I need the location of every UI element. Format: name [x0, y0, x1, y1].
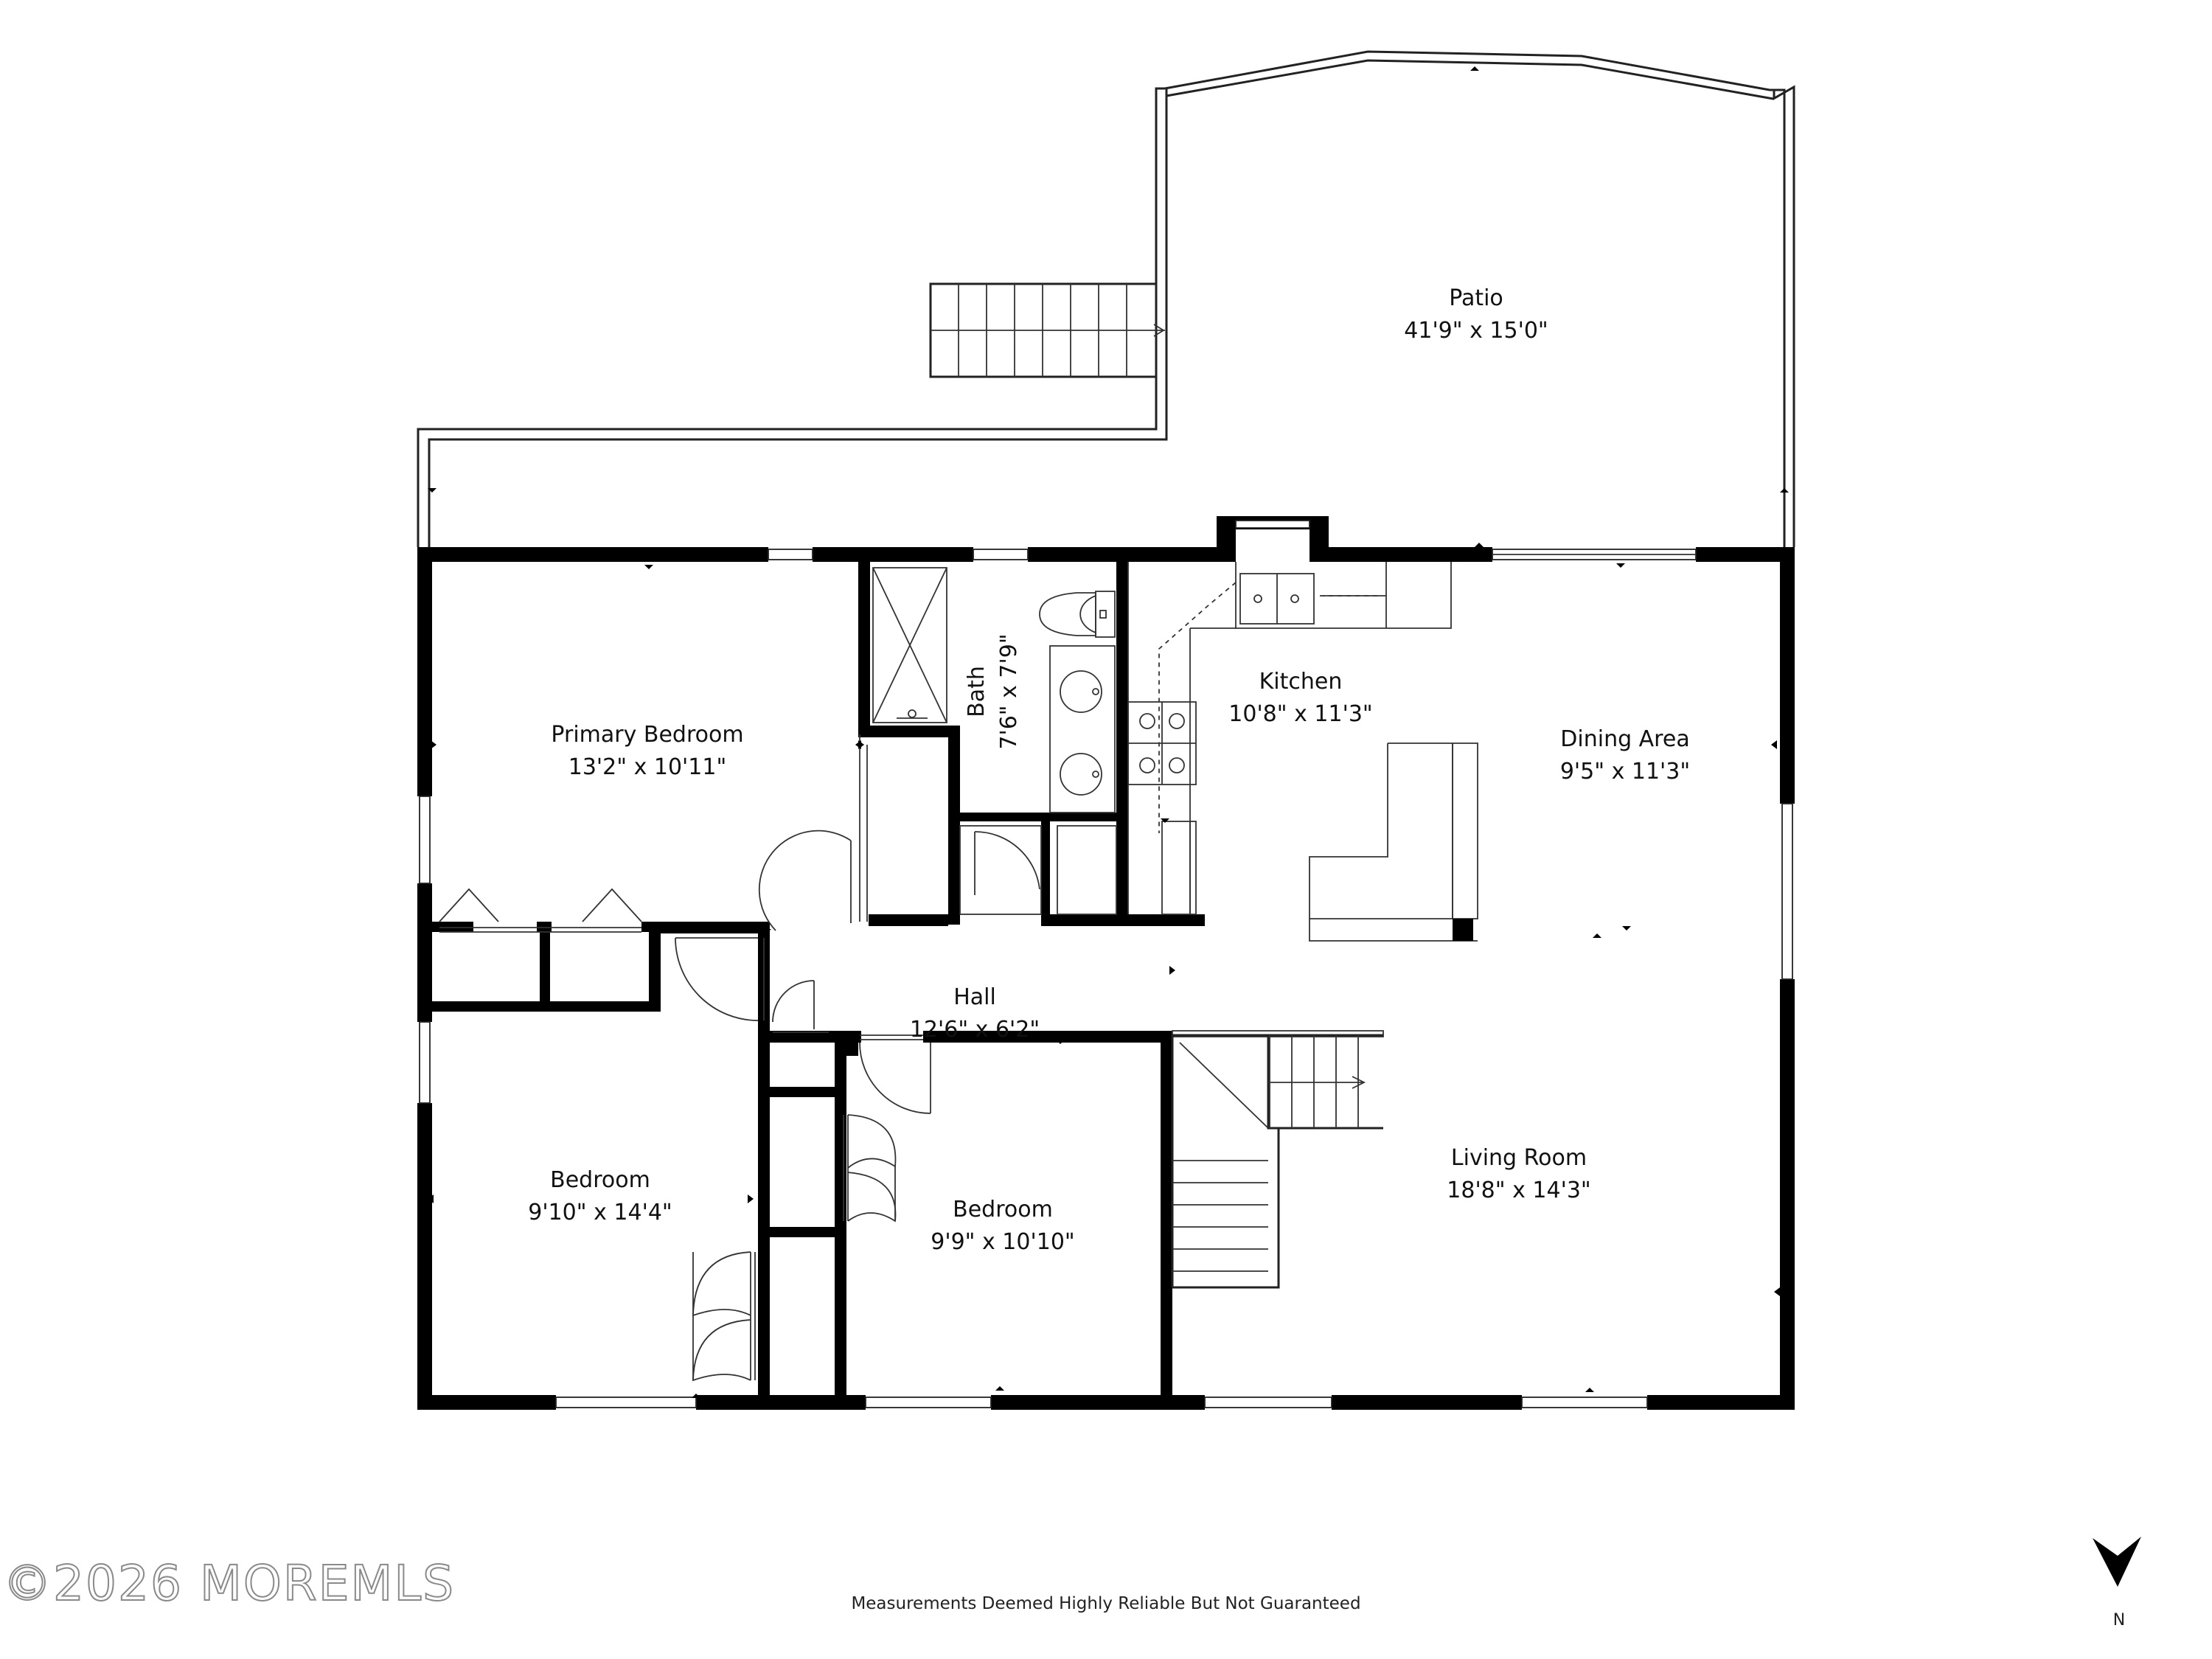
- room-label-hall: Hall 12'6" x 6'2": [910, 984, 1040, 1043]
- patio-outline: [417, 50, 1795, 547]
- disclaimer: Measurements Deemed Highly Reliable But …: [851, 1594, 1360, 1613]
- room-dims: 12'6" x 6'2": [910, 1017, 1040, 1043]
- room-label-living-room: Living Room 18'8" x 14'3": [1447, 1145, 1590, 1203]
- patio-stairs: [929, 282, 1165, 378]
- room-dims: 7'6" x 7'9": [996, 633, 1022, 749]
- room-label-bedroom-middle: Bedroom 9'9" x 10'10": [931, 1197, 1074, 1255]
- room-name: Patio: [1449, 285, 1503, 311]
- room-dims: 13'2" x 10'11": [568, 754, 727, 780]
- watermark: ©2026 MOREMLS: [3, 1555, 455, 1612]
- room-dims: 18'8" x 14'3": [1447, 1178, 1590, 1203]
- room-label-patio: Patio 41'9" x 15'0": [1404, 285, 1548, 344]
- exterior-walls: [417, 516, 1795, 1410]
- room-name: Hall: [953, 984, 996, 1010]
- room-dims: 9'9" x 10'10": [931, 1229, 1074, 1255]
- north-arrow-icon: N: [2093, 1537, 2141, 1630]
- room-name: Dining Area: [1560, 726, 1689, 752]
- compass-label: N: [2113, 1611, 2125, 1630]
- room-dims: 9'5" x 11'3": [1560, 759, 1690, 785]
- windows: [419, 520, 1793, 1408]
- room-name: Bedroom: [550, 1167, 650, 1193]
- interior-walls: [432, 562, 1205, 1410]
- room-dims: 41'9" x 15'0": [1404, 318, 1548, 344]
- room-dims: 10'8" x 11'3": [1228, 701, 1372, 727]
- room-label-bath: Bath 7'6" x 7'9": [964, 633, 1022, 749]
- room-label-bedroom-left: Bedroom 9'10" x 14'4": [528, 1167, 672, 1225]
- dimension-ticks: [428, 66, 1789, 1398]
- room-label-primary-bedroom: Primary Bedroom 13'2" x 10'11": [551, 722, 743, 780]
- room-name: Bath: [964, 666, 990, 717]
- room-label-dining-area: Dining Area 9'5" x 11'3": [1560, 726, 1690, 785]
- room-name: Kitchen: [1259, 669, 1343, 695]
- room-name: Primary Bedroom: [551, 722, 743, 748]
- fixtures: [439, 562, 1478, 1382]
- room-name: Bedroom: [953, 1197, 1053, 1222]
- room-name: Living Room: [1451, 1145, 1587, 1171]
- room-label-kitchen: Kitchen 10'8" x 11'3": [1228, 669, 1372, 727]
- room-dims: 9'10" x 14'4": [528, 1200, 672, 1225]
